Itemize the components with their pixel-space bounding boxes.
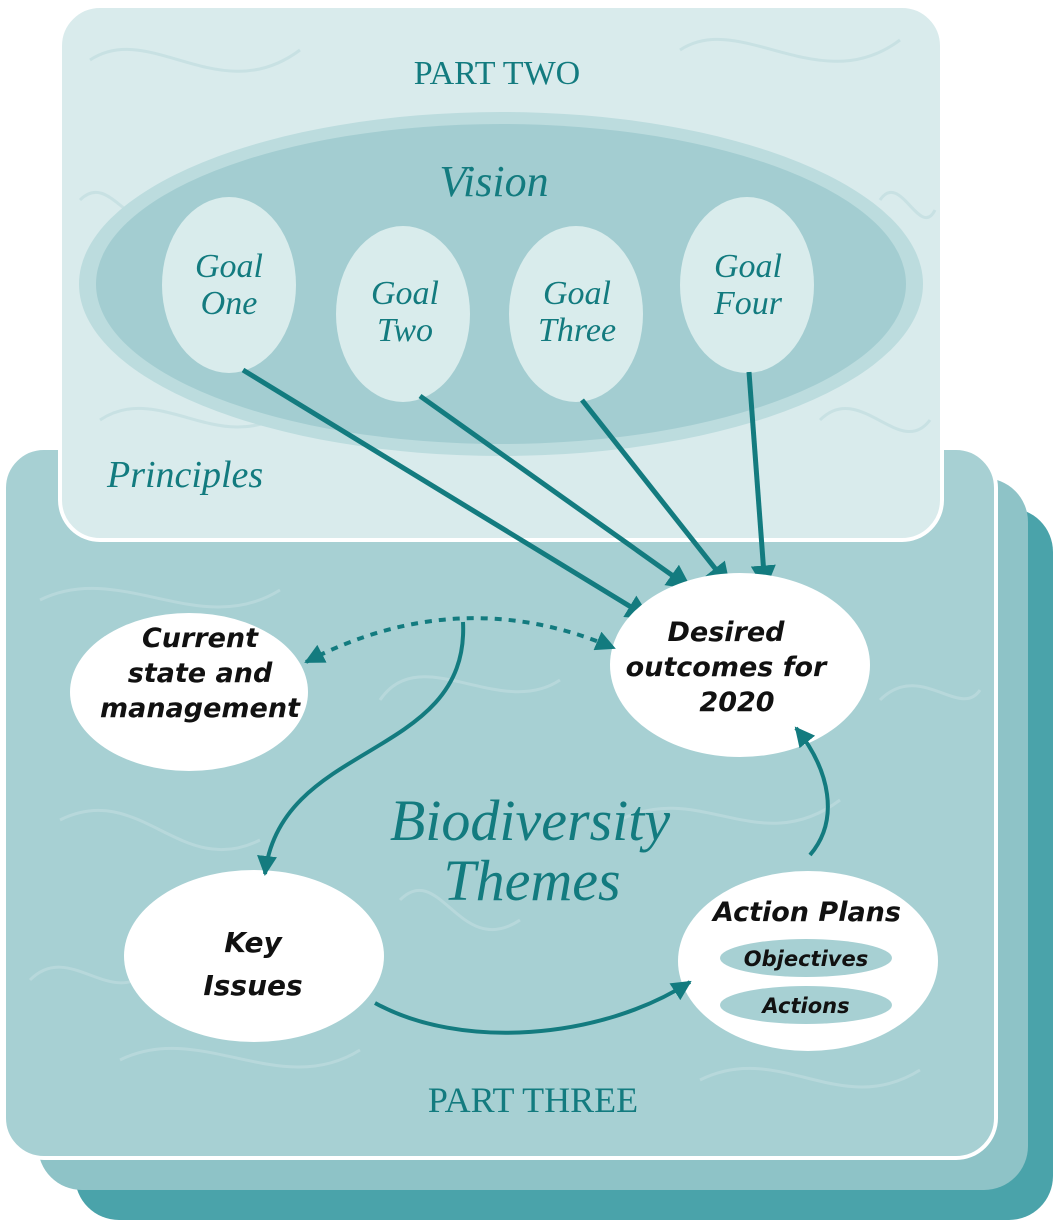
part-three-texture [28,586,982,1089]
part-three-title: PART THREE [428,1080,638,1120]
goal-one: Goal One [162,197,296,373]
arrow-key-issues-to-action-plans [374,980,692,1035]
action-plans-node: Action Plans Objectives Actions [678,871,938,1051]
goal-two-line2: Two [377,312,433,349]
goal-one-line1: Goal [195,248,263,285]
arrow-action-plans-to-desired [794,726,830,857]
objectives-label: Objectives [744,947,868,971]
vision-label: Vision [439,157,548,206]
goal-three-line2: Three [538,312,616,349]
desired-outcomes-line1: Desired [667,617,785,648]
principles-label: Principles [106,454,263,496]
dotted-link-current-desired [304,616,616,664]
actions-pill [720,986,892,1024]
biodiversity-themes-line1: Biodiversity [390,788,671,853]
vision-oval [96,124,906,444]
current-state-line2: state and [128,658,273,689]
arrow-to-key-issues [257,621,466,876]
arrow-goal-one [241,367,652,621]
goal-arrows [241,367,776,621]
key-issues-line2: Issues [203,969,302,1002]
arrow-goal-four [746,371,776,591]
objectives-pill [720,939,892,977]
goal-three-line1: Goal [543,275,611,312]
desired-outcomes-line2: outcomes for [626,652,828,683]
goal-four-line1: Goal [714,248,782,285]
desired-outcomes-line3: 2020 [699,687,774,718]
goal-three: Goal Three [509,226,643,402]
goal-four: Goal Four [680,197,814,373]
current-state-line3: management [100,693,301,724]
current-state-line1: Current [142,623,259,654]
desired-outcomes-node: Desired outcomes for 2020 [610,573,870,757]
actions-label: Actions [760,994,849,1018]
goal-one-line2: One [201,285,258,322]
goal-two-line1: Goal [371,275,439,312]
key-issues-node: Key Issues [124,870,384,1042]
arrow-goal-two [418,393,693,591]
part-two-title: PART TWO [414,55,580,92]
arrow-goal-three [580,398,731,588]
part-three-arrows [257,616,830,1035]
goal-two: Goal Two [336,226,470,402]
current-state-node: Current state and management [70,613,308,771]
goal-four-line2: Four [713,285,783,322]
biodiversity-themes-line2: Themes [443,848,620,913]
action-plans-title: Action Plans [711,897,901,928]
key-issues-line1: Key [224,926,283,959]
